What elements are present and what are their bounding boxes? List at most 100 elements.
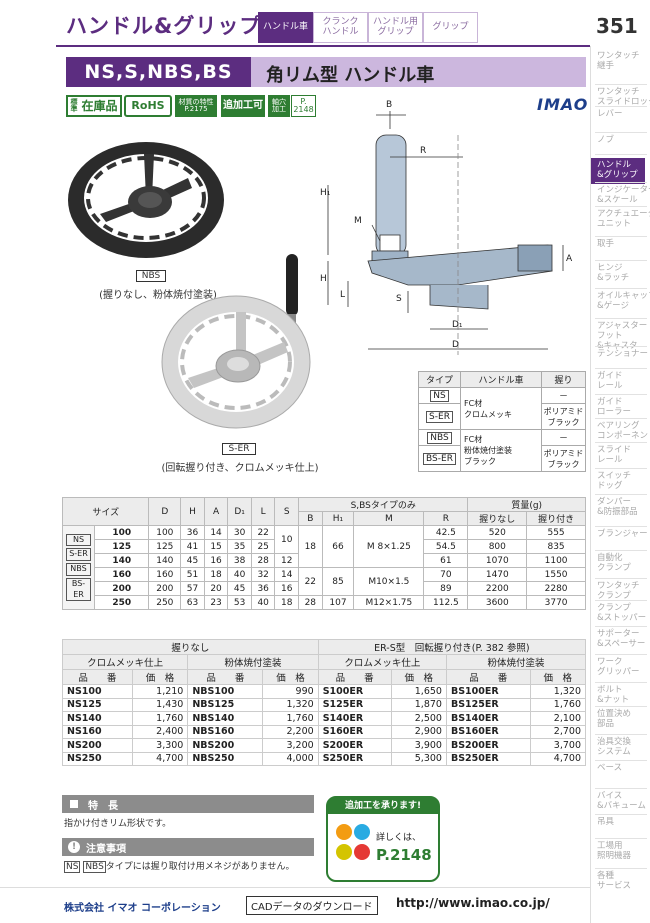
- sidebar-divider: [595, 260, 647, 261]
- sidebar-item-12[interactable]: ガイド レール: [597, 371, 623, 391]
- spec-mass-grip: 1550: [526, 567, 586, 582]
- spec-size: 200: [93, 581, 150, 596]
- sidebar-item-29[interactable]: 吊具: [597, 817, 615, 827]
- spec-cell: 30: [227, 525, 252, 540]
- sidebar-item-23[interactable]: ワーク グリッパー: [597, 657, 640, 677]
- sidebar-item-2[interactable]: レバー: [597, 109, 623, 119]
- tab-grip[interactable]: グリップ: [423, 12, 478, 43]
- spec-r: 70: [423, 567, 469, 582]
- promo-title: 追加工を承ります!: [328, 798, 438, 814]
- website-url[interactable]: http://www.imao.co.jp/: [396, 896, 550, 910]
- sidebar-item-20[interactable]: ワンタッチ クランプ: [597, 581, 640, 601]
- shaft-page-badge[interactable]: P. 2148: [291, 95, 316, 117]
- sidebar-item-25[interactable]: 位置決め 部品: [597, 709, 632, 729]
- type-bser-grip: ポリアミド ブラック: [541, 445, 586, 472]
- sidebar-item-14[interactable]: ベアリング コンポーネント: [597, 421, 650, 441]
- sidebar-item-31[interactable]: 各種 サービス: [597, 871, 632, 891]
- spec-h1: 85: [321, 567, 355, 596]
- sidebar-divider: [595, 626, 647, 627]
- spec-h-mass: 質量(g): [467, 497, 586, 512]
- part-number: S250ER: [317, 751, 392, 766]
- price-value: 4,700: [529, 751, 587, 766]
- type-ns-wheel: FC材 クロムメッキ: [460, 387, 542, 430]
- part-number: NS100: [62, 684, 133, 699]
- spec-cell: 40: [250, 595, 276, 610]
- price-value: 990: [262, 684, 319, 699]
- sidebar-item-16[interactable]: スイッチ ドッグ: [597, 471, 632, 491]
- sidebar-item-1[interactable]: ワンタッチ スライドロック: [597, 87, 650, 107]
- sidebar-item-30[interactable]: 工場用 照明機器: [597, 841, 632, 861]
- sidebar-item-26[interactable]: 治具交換 システム: [597, 737, 632, 757]
- price-value: 5,300: [390, 751, 447, 766]
- sidebar-item-17[interactable]: ダンパー &防振部品: [597, 497, 638, 517]
- spec-m: M 8×1.25: [353, 525, 425, 568]
- section-title: ハンドル&グリップ: [66, 14, 262, 38]
- spec-cell: 15: [203, 539, 229, 554]
- sidebar-item-27[interactable]: ベース: [597, 763, 623, 773]
- price-value: 1,320: [262, 697, 319, 712]
- notes-tag-nbs: NBS: [83, 861, 106, 873]
- spec-cell: 100: [148, 525, 182, 540]
- price-value: 3,700: [529, 738, 587, 753]
- sidebar-item-13[interactable]: ガイド ローラー: [597, 397, 632, 417]
- spec-mass-grip: 1100: [526, 553, 586, 568]
- spec-h-h: H: [180, 497, 205, 526]
- part-number: BS160ER: [445, 724, 531, 739]
- price-h-none: 握りなし: [62, 639, 319, 655]
- spec-cell: 22: [250, 525, 276, 540]
- spec-h-d: D: [148, 497, 182, 526]
- price-h-price-4: 価 格: [529, 669, 587, 685]
- spec-bhm-250: M12×1.75: [353, 595, 425, 610]
- cad-download-link[interactable]: CADデータのダウンロード: [246, 896, 378, 915]
- sidebar-item-21[interactable]: クランプ &ストッパー: [597, 603, 647, 623]
- sidebar-item-11[interactable]: テンショナー: [597, 349, 649, 359]
- price-value: 4,700: [131, 751, 189, 766]
- sidebar-item-22[interactable]: サポーター &スペーサー: [597, 629, 646, 649]
- price-h-code-3: 品 番: [317, 669, 392, 685]
- sidebar-item-19[interactable]: 自動化 クランプ: [597, 553, 631, 573]
- part-number: NS250: [62, 751, 133, 766]
- spec-cell: 200: [148, 581, 182, 596]
- price-h-code-4: 品 番: [445, 669, 531, 685]
- sidebar-item-8[interactable]: ヒンジ &ラッチ: [597, 263, 630, 283]
- sidebar-divider: [595, 288, 647, 289]
- promo-detail: 詳しくは、: [376, 833, 422, 843]
- sidebar-item-28[interactable]: バイス &バキューム: [597, 791, 646, 811]
- part-number: NS125: [62, 697, 133, 712]
- type-h0: タイプ: [418, 371, 461, 388]
- ser-code: S-ER: [222, 443, 256, 455]
- sidebar-item-4[interactable]: ハンドル &グリップ: [591, 158, 645, 184]
- sidebar-item-9[interactable]: オイルキャップ &ゲージ: [597, 291, 650, 311]
- sidebar-divider: [595, 318, 647, 319]
- sidebar-item-18[interactable]: ブランジャー: [597, 529, 648, 539]
- spec-cell: 63: [180, 595, 205, 610]
- price-h-paint-2: 粉体焼付塗装: [445, 654, 587, 670]
- spec-cell-s: 16: [274, 581, 300, 596]
- tab-handle-grip[interactable]: ハンドル用 グリップ: [368, 12, 423, 43]
- promo-box[interactable]: 追加工を承ります! 詳しくは、 P.2148: [326, 796, 440, 882]
- promo-page[interactable]: P.2148: [376, 846, 432, 864]
- sidebar-item-10[interactable]: アジャスター フット &キャスタ: [597, 321, 648, 350]
- notes-header: ! 注意事項: [62, 838, 314, 856]
- sidebar-divider: [595, 526, 647, 527]
- sidebar-item-24[interactable]: ボルト &ナット: [597, 685, 630, 705]
- sidebar-item-15[interactable]: スライド レール: [597, 445, 632, 465]
- sidebar-item-3[interactable]: ノブ: [597, 135, 615, 145]
- tab-crank-handle[interactable]: クランク ハンドル: [313, 12, 368, 43]
- spec-type-tag: BS-ER: [66, 577, 91, 602]
- material-badge[interactable]: 材質の特性 P.2175: [175, 95, 217, 117]
- spec-h-d1: D₁: [227, 497, 252, 526]
- sidebar-item-7[interactable]: 取手: [597, 239, 615, 249]
- stock-small-label: 標準: [70, 98, 78, 113]
- tab-handle-wheel[interactable]: ハンドル車: [258, 12, 313, 43]
- spec-size: 125: [93, 539, 150, 554]
- sidebar-item-0[interactable]: ワンタッチ 継手: [597, 51, 640, 71]
- sidebar-item-6[interactable]: アクチュエータ ユニット: [597, 209, 650, 229]
- spec-h-b: B: [298, 511, 323, 526]
- sidebar-divider: [595, 418, 647, 419]
- sidebar-item-5[interactable]: インジケーター &スケール: [597, 185, 650, 205]
- spec-cell: 51: [180, 567, 205, 582]
